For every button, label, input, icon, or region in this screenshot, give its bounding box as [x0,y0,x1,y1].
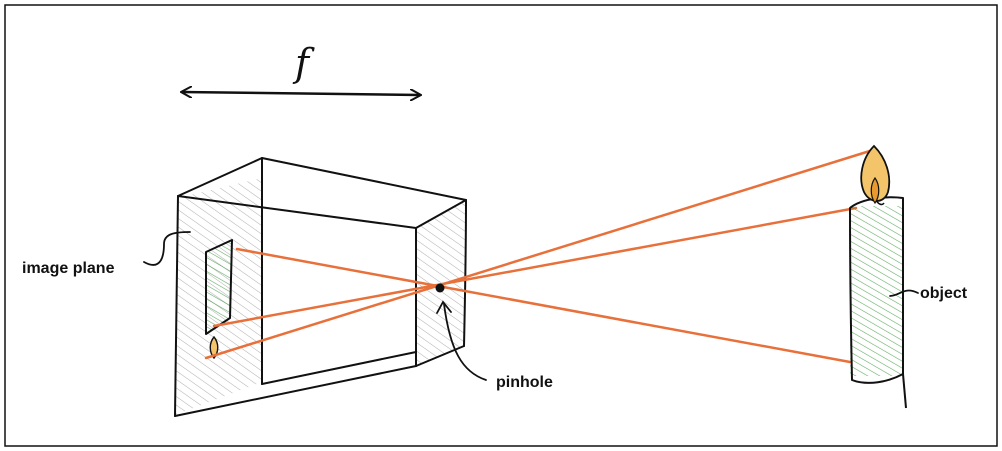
front-top-edge [415,199,467,229]
top-front-edge [177,195,417,229]
candle-object [849,144,907,409]
focal-length-arrow [182,92,420,95]
figure-frame [4,4,998,447]
candle-right-tail [902,373,907,409]
front-right-edge [463,199,467,347]
ray-candle-bottom [235,247,852,364]
pinhole-label: pinhole [496,374,553,391]
pinhole-leader-head [436,300,452,314]
inverted-image [205,239,233,360]
inner-bottom-edge [261,351,417,385]
top-back-edge [177,157,263,197]
front-face [416,200,466,366]
top-right-edge [261,157,467,201]
bottom-edge [174,365,417,417]
leader-lines [143,231,919,381]
pinhole-leader [443,303,487,381]
object-leader [889,289,919,297]
ray-candle-top [212,206,858,328]
image-plane-label: image plane [22,260,115,277]
flame-inner [870,176,880,205]
focal-length-indicator: f [182,41,420,95]
pinhole-dot [435,283,445,293]
inverted-flame [209,335,219,360]
ray-flame-top [204,148,875,360]
camera-box [174,157,467,417]
focal-length-label: f [292,41,315,85]
back-left-edge [174,195,179,417]
object-label: object [920,285,968,302]
front-bottom-edge [415,345,465,367]
light-rays [204,148,875,364]
image-plane-leader [143,231,191,266]
